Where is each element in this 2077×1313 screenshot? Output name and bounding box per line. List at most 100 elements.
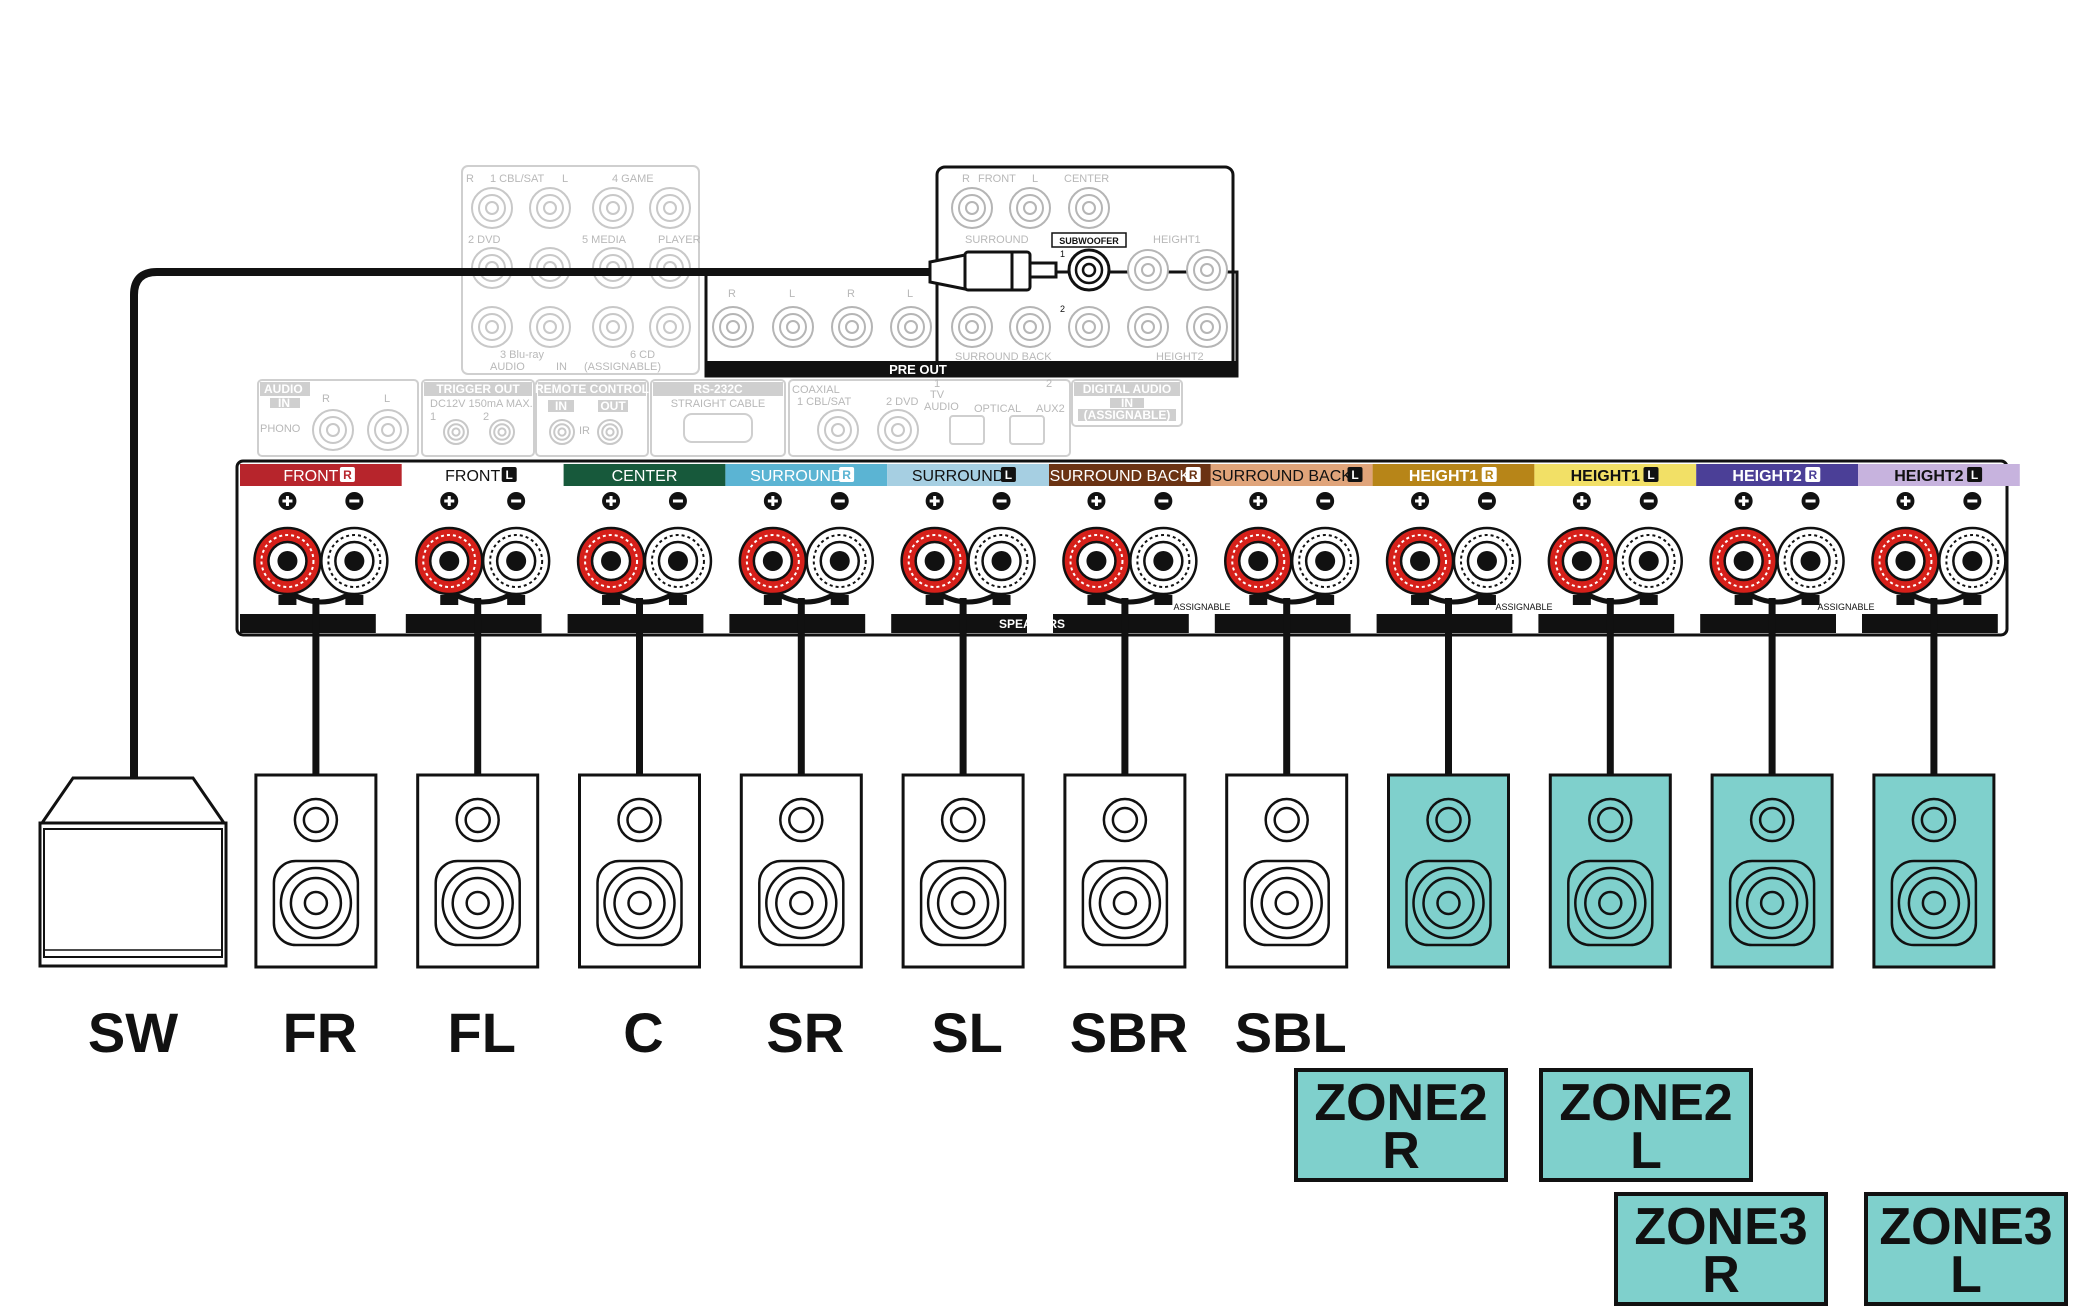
terminal-pair[interactable] bbox=[900, 492, 1036, 605]
plus-icon bbox=[278, 492, 297, 510]
terminal-pair[interactable] bbox=[415, 492, 551, 605]
woofer-icon bbox=[1728, 859, 1816, 947]
terminal-pair[interactable] bbox=[1062, 492, 1198, 605]
terminal-pair[interactable] bbox=[576, 492, 713, 605]
terminal-pair[interactable] bbox=[1385, 492, 1522, 605]
terminal-negative[interactable] bbox=[1614, 526, 1683, 596]
trigger-1-label: 1 bbox=[430, 411, 436, 423]
channel-side: R bbox=[1808, 468, 1817, 482]
terminal-positive[interactable] bbox=[576, 526, 646, 596]
strip-segment bbox=[405, 614, 542, 633]
speaker-label: C bbox=[623, 1001, 663, 1064]
preout-jack bbox=[1127, 249, 1169, 291]
speaker bbox=[739, 773, 863, 969]
terminal-pair[interactable] bbox=[253, 492, 389, 605]
remote-control-label: REMOTE CONTROL bbox=[535, 382, 649, 396]
terminal-negative[interactable] bbox=[1129, 526, 1198, 596]
rc-out-label: OUT bbox=[600, 399, 626, 413]
terminal-positive[interactable] bbox=[1709, 526, 1778, 596]
strip-segment bbox=[1700, 614, 1836, 633]
terminal-positive[interactable] bbox=[738, 526, 808, 596]
phono-jack bbox=[367, 409, 409, 451]
input-jack bbox=[471, 187, 513, 229]
terminal-positive[interactable] bbox=[415, 526, 484, 596]
zone-speaker bbox=[1710, 773, 1834, 969]
terminal-positive[interactable] bbox=[253, 526, 322, 596]
rca-plug bbox=[928, 250, 1058, 292]
trigger-out-label: TRIGGER OUT bbox=[436, 382, 520, 396]
input-label-dvd: 2 DVD bbox=[468, 234, 500, 246]
terminal-negative[interactable] bbox=[805, 526, 874, 596]
preout-jack bbox=[1068, 306, 1110, 348]
channel-side: R bbox=[343, 468, 352, 482]
channel-label: HEIGHT1 bbox=[1409, 468, 1478, 485]
terminal-pair[interactable] bbox=[1871, 492, 2007, 605]
preout-center-label: CENTER bbox=[1064, 173, 1109, 185]
input-label-cbl: 1 CBL/SAT bbox=[490, 173, 544, 185]
subwoofer-unit bbox=[38, 776, 228, 968]
tweeter-icon bbox=[1911, 797, 1957, 843]
preout-jack bbox=[1009, 187, 1051, 229]
zone-side: R bbox=[1702, 1246, 1740, 1304]
tweeter-icon bbox=[1749, 797, 1795, 843]
terminal-negative[interactable] bbox=[481, 526, 551, 596]
terminal-pair[interactable] bbox=[1709, 492, 1845, 605]
remote-jack bbox=[549, 419, 575, 445]
woofer-icon bbox=[1567, 859, 1654, 947]
speaker bbox=[254, 773, 378, 969]
terminal-negative[interactable] bbox=[967, 526, 1036, 596]
terminal-positive[interactable] bbox=[1385, 526, 1455, 596]
optical-tv-audio-label: AUDIO bbox=[924, 401, 959, 413]
tweeter-icon bbox=[455, 797, 500, 843]
minus-icon bbox=[1801, 492, 1820, 510]
strip-segment bbox=[1538, 614, 1675, 633]
terminal-negative[interactable] bbox=[1290, 526, 1360, 596]
terminal-negative[interactable] bbox=[643, 526, 713, 596]
minus-icon bbox=[1154, 492, 1173, 510]
minus-icon bbox=[830, 492, 849, 510]
terminal-pair[interactable] bbox=[1224, 492, 1360, 605]
terminal-negative[interactable] bbox=[1452, 526, 1522, 596]
minus-icon bbox=[507, 492, 526, 510]
input-audio-label: AUDIO bbox=[490, 361, 525, 373]
assignable-label-1: ASSIGNABLE bbox=[1173, 602, 1230, 612]
input-jack bbox=[529, 306, 571, 348]
terminal-positive[interactable] bbox=[900, 526, 969, 596]
assignable-label-2: ASSIGNABLE bbox=[1495, 602, 1552, 612]
terminal-positive[interactable] bbox=[1871, 526, 1940, 596]
terminal-positive[interactable] bbox=[1547, 526, 1617, 596]
tweeter-icon bbox=[940, 797, 986, 843]
channel-header: CENTER bbox=[563, 464, 726, 486]
input-label-bluray: 3 Blu-ray bbox=[500, 349, 545, 361]
preout-jack bbox=[831, 306, 873, 348]
digital-assignable-label: (ASSIGNABLE) bbox=[1084, 408, 1171, 422]
preout-sw1-label: 1 bbox=[1060, 249, 1065, 259]
input-in-label: IN bbox=[556, 361, 567, 373]
optical-tv-1-label: 1 bbox=[934, 378, 940, 390]
speaker-label: SR bbox=[766, 1001, 844, 1064]
terminal-pair[interactable] bbox=[1547, 492, 1683, 605]
woofer-icon bbox=[919, 859, 1007, 947]
tweeter-icon bbox=[1264, 797, 1309, 843]
terminal-negative[interactable] bbox=[1776, 526, 1845, 596]
strip-segment bbox=[1214, 614, 1351, 633]
speaker-label: SL bbox=[931, 1001, 1003, 1064]
terminal-positive[interactable] bbox=[1224, 526, 1293, 596]
terminal-negative[interactable] bbox=[320, 526, 389, 596]
speaker-boxes bbox=[254, 773, 1996, 969]
terminal-pair[interactable] bbox=[738, 492, 874, 605]
terminal-positive[interactable] bbox=[1062, 526, 1131, 596]
preout-l-label: L bbox=[1032, 173, 1038, 185]
preout-jack bbox=[1009, 306, 1051, 348]
strip-segment bbox=[567, 614, 704, 633]
preout-side-label: R bbox=[728, 288, 736, 300]
subwoofer-jack[interactable] bbox=[1067, 248, 1111, 292]
remote-jack bbox=[597, 419, 623, 445]
terminal-negative[interactable] bbox=[1938, 526, 2007, 596]
input-label-game: 4 GAME bbox=[612, 173, 654, 185]
